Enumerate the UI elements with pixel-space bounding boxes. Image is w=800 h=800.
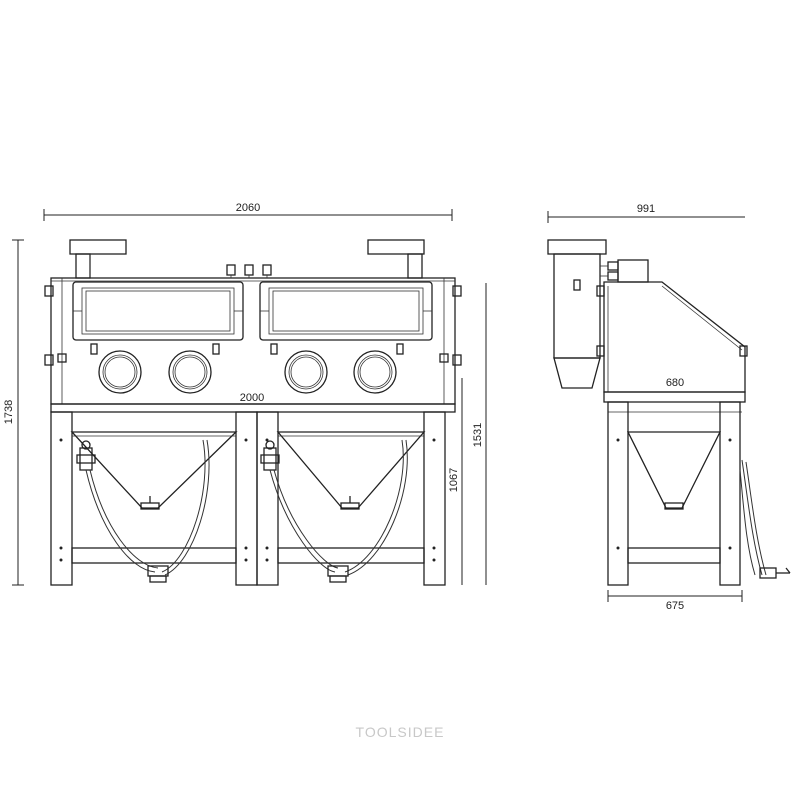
table-top bbox=[50, 403, 456, 413]
dim-side-cabinet-depth: 680 bbox=[666, 377, 684, 389]
right-regulator bbox=[260, 440, 280, 471]
leg-left bbox=[50, 411, 73, 586]
side-control-box bbox=[617, 259, 649, 283]
front-view bbox=[44, 239, 462, 586]
dim-front-overall-height: 1738 bbox=[3, 400, 15, 424]
cabinet-body bbox=[50, 277, 456, 405]
dimension-lines bbox=[12, 209, 745, 602]
dimension-labels: 2060 2000 1738 1531 1067 991 680 675 bbox=[3, 202, 684, 612]
dim-side-overall-depth: 991 bbox=[637, 203, 655, 215]
leg-center-right bbox=[256, 411, 279, 586]
side-table-top bbox=[603, 391, 746, 403]
glove-port-1 bbox=[98, 350, 142, 394]
leg-right bbox=[423, 411, 446, 586]
glove-port-2 bbox=[168, 350, 212, 394]
left-regulator bbox=[76, 440, 96, 471]
side-cabinet bbox=[603, 281, 746, 393]
switch-3 bbox=[262, 264, 272, 276]
side-foot-pedal bbox=[759, 567, 777, 579]
left-exhaust-cap bbox=[69, 239, 127, 255]
right-exhaust-cap bbox=[367, 239, 425, 255]
side-view bbox=[547, 239, 791, 586]
dim-side-base-depth: 675 bbox=[666, 600, 684, 612]
side-hopper bbox=[626, 431, 722, 509]
glove-port-4 bbox=[353, 350, 397, 394]
right-hopper bbox=[276, 431, 426, 509]
switch-1 bbox=[226, 264, 236, 276]
side-leg-front bbox=[607, 401, 629, 586]
watermark: TOOLSIDEE bbox=[356, 724, 445, 740]
dim-front-overall-width: 2060 bbox=[236, 202, 260, 214]
dim-front-inner-width: 2000 bbox=[240, 392, 264, 404]
side-leg-back bbox=[719, 401, 741, 586]
left-hopper bbox=[70, 431, 238, 509]
side-exhaust-cap bbox=[547, 239, 607, 255]
dim-front-table-height: 1067 bbox=[448, 468, 460, 492]
dim-front-cabinet-height: 1531 bbox=[472, 423, 484, 447]
glove-port-3 bbox=[284, 350, 328, 394]
switch-2 bbox=[244, 264, 254, 276]
